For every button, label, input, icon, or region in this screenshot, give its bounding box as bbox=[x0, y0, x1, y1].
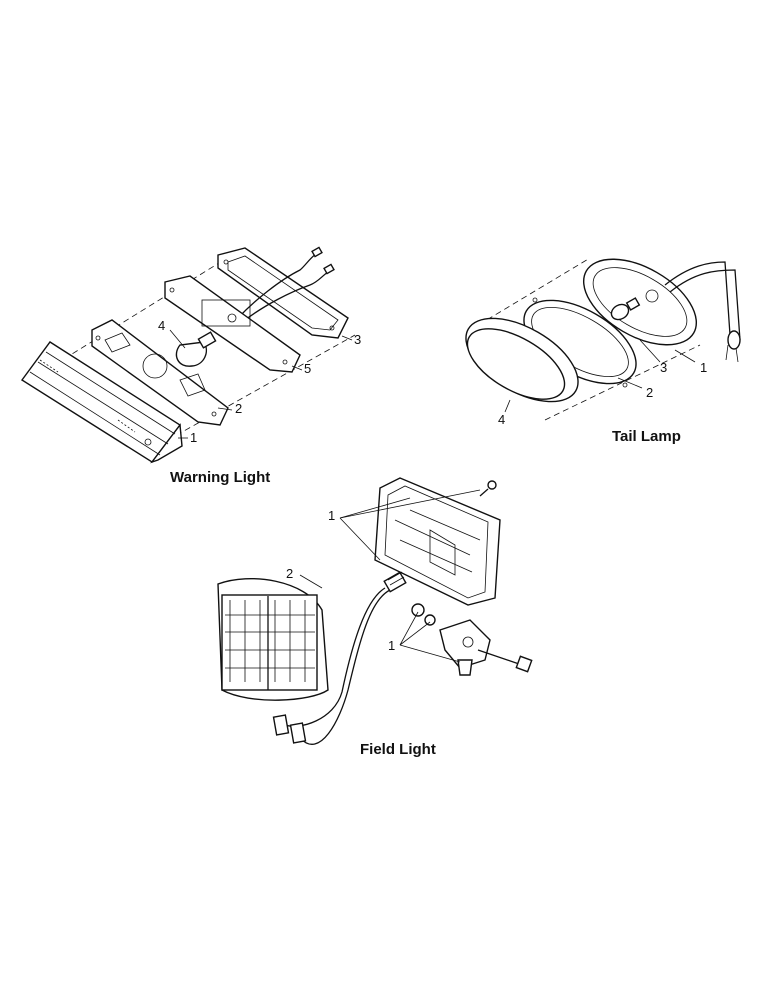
warning-rear-gasket bbox=[217, 247, 349, 339]
tail-bulb bbox=[610, 297, 641, 321]
field-housing bbox=[374, 477, 501, 606]
tail-callout-1: 1 bbox=[700, 360, 707, 375]
field-light-caption: Field Light bbox=[360, 741, 436, 758]
warning-light-assembly: 3 5 2 1 4 Warning Light bbox=[20, 246, 361, 486]
tail-callout-2: 2 bbox=[646, 385, 653, 400]
tail-callout-4: 4 bbox=[498, 412, 505, 427]
field-screw bbox=[479, 480, 497, 497]
warning-wires bbox=[237, 246, 335, 321]
field-connector bbox=[383, 571, 407, 593]
warning-gasket bbox=[91, 319, 229, 426]
field-light-assembly: 1 2 1 Field Light bbox=[217, 477, 533, 758]
field-cable bbox=[272, 587, 391, 745]
warning-callout-1: 1 bbox=[190, 430, 197, 445]
field-callout-1-bottom: 1 bbox=[388, 638, 395, 653]
tail-lamp-caption: Tail Lamp bbox=[612, 428, 681, 445]
warning-base-plate bbox=[164, 275, 301, 373]
tail-lens bbox=[465, 317, 579, 403]
warning-callout-2: 2 bbox=[235, 401, 242, 416]
field-callout-1-top: 1 bbox=[328, 508, 335, 523]
tail-housing bbox=[582, 258, 741, 363]
tail-callout-3: 3 bbox=[660, 360, 667, 375]
warning-light-caption: Warning Light bbox=[170, 469, 270, 486]
field-callout-2: 2 bbox=[286, 566, 293, 581]
warning-callout-4: 4 bbox=[158, 318, 165, 333]
warning-lens bbox=[20, 341, 183, 464]
field-lamp-head bbox=[217, 578, 329, 701]
warning-callout-5: 5 bbox=[304, 361, 311, 376]
field-bracket bbox=[411, 603, 533, 676]
warning-bulb bbox=[175, 331, 217, 367]
warning-callout-3: 3 bbox=[354, 332, 361, 347]
tail-lamp-assembly: 1 3 2 4 Tail Lamp bbox=[465, 257, 741, 445]
